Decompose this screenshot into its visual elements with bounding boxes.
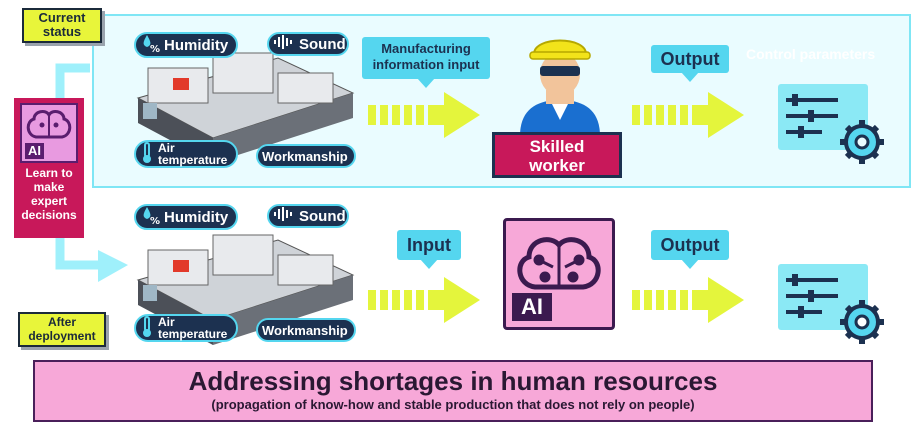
air-temperature-chip-top: Air temperature	[134, 140, 238, 168]
bottom-control-parameters-label: Control parameters	[746, 230, 876, 246]
workmanship-label: Workmanship	[262, 322, 348, 338]
banner-subtitle: (propagation of know-how and stable prod…	[211, 397, 695, 412]
ai-brain-icon	[517, 237, 601, 290]
arrow-bottom-input	[368, 277, 480, 323]
humidity-chip-top: % Humidity	[134, 32, 238, 58]
production-line-image-bottom	[136, 234, 355, 345]
banner-title: Addressing shortages in human resources	[188, 366, 718, 396]
air-temperature-label: Air temperature	[158, 315, 228, 341]
side-ai-label: AI	[25, 143, 44, 159]
arrow-top-output	[632, 92, 744, 138]
thermometer-icon	[140, 142, 154, 166]
production-line-image-top	[136, 52, 355, 163]
sound-label: Sound	[299, 35, 346, 53]
ai-brain-icon: AI	[20, 103, 78, 163]
air-temperature-chip-bottom: Air temperature	[134, 314, 238, 342]
svg-text:%: %	[150, 216, 160, 225]
flow-connector	[55, 63, 128, 282]
bottom-input-label: Input	[397, 230, 461, 269]
control-parameters-icon-bottom	[778, 264, 884, 344]
workmanship-chip-bottom: Workmanship	[256, 318, 356, 342]
side-caption: Learn to make expert decisions	[21, 166, 77, 222]
skilled-worker-icon	[520, 39, 600, 136]
svg-text:%: %	[150, 44, 160, 53]
humidity-chip-bottom: % Humidity	[134, 204, 238, 230]
summary-banner: Addressing shortages in human resources …	[33, 360, 873, 422]
water-drop-icon: %	[140, 205, 160, 229]
after-deployment-tag: After deployment	[18, 312, 106, 347]
humidity-label: Humidity	[164, 208, 229, 226]
top-control-parameters-label: Control parameters	[746, 46, 876, 62]
skilled-worker-label: Skilled worker	[492, 132, 622, 178]
thermometer-icon	[140, 316, 154, 340]
ai-learning-box: AI Learn to make expert decisions	[14, 98, 84, 238]
sound-chip-bottom: Sound	[267, 204, 349, 228]
current-status-tag: Current status	[22, 8, 102, 43]
air-temperature-label: Air temperature	[158, 141, 228, 167]
control-parameters-icon-top	[778, 84, 884, 164]
water-drop-icon: %	[140, 33, 160, 57]
top-output-label: Output	[651, 45, 729, 82]
sound-label: Sound	[299, 207, 346, 225]
arrow-bottom-output	[632, 277, 744, 323]
bottom-output-label: Output	[651, 230, 729, 269]
arrow-top-input	[368, 92, 480, 138]
workmanship-chip-top: Workmanship	[256, 144, 356, 168]
sound-chip-top: Sound	[267, 32, 349, 56]
sound-wave-icon	[273, 206, 295, 226]
humidity-label: Humidity	[164, 36, 229, 54]
manufacturing-input-label: Manufacturing information input	[362, 37, 490, 88]
ai-chip-label: AI	[512, 293, 552, 321]
ai-chip-box: AI	[503, 218, 615, 330]
sound-wave-icon	[273, 34, 295, 54]
workmanship-label: Workmanship	[262, 148, 348, 164]
